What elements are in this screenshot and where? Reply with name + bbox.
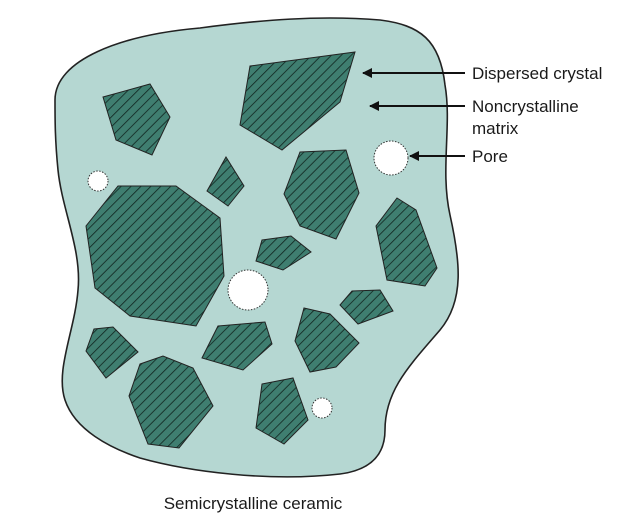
pore-label: Pore [472,147,508,166]
pore [312,398,332,418]
diagram-caption: Semicrystalline ceramic [164,494,343,513]
dispersed-crystal-label: Dispersed crystal [472,64,602,83]
pore [228,270,268,310]
noncrystalline-matrix-label-line2: matrix [472,119,519,138]
pore [88,171,108,191]
pore [374,141,408,175]
noncrystalline-matrix-label-line1: Noncrystalline [472,97,579,116]
